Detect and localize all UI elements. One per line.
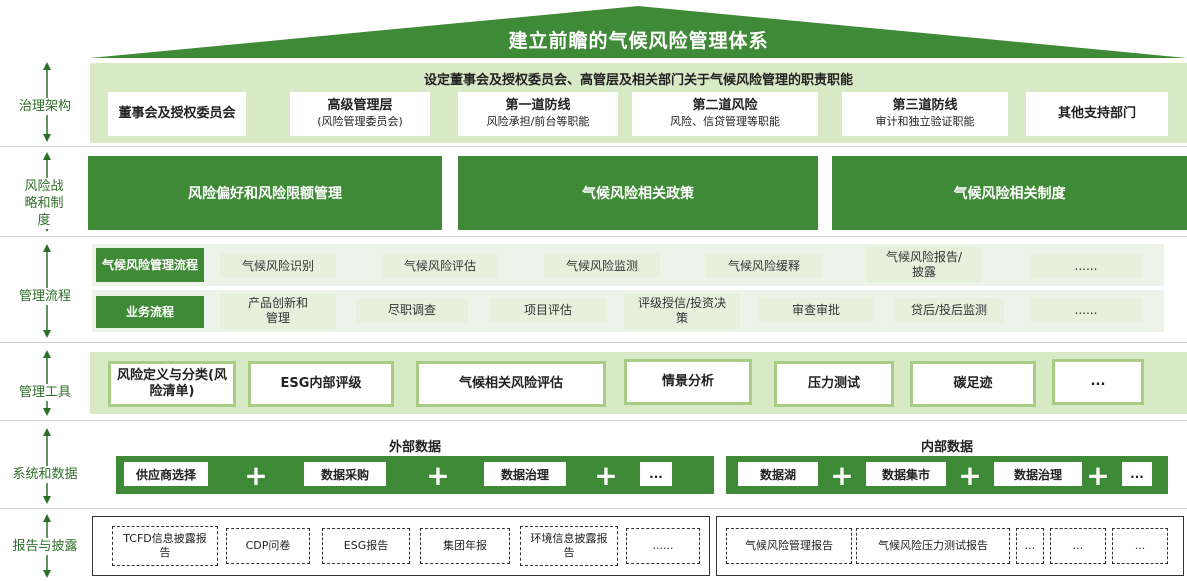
process-item: 气候风险评估 [382,254,498,278]
governance-box-first-line: 第一道防线风险承担/前台等职能 [458,92,618,136]
governance-box-title: 第一道防线 [505,98,571,113]
process-item: 气候风险识别 [220,254,336,278]
governance-box-title: 第二道风险 [692,98,758,113]
row-label-process: 管理流程 [2,288,88,305]
external-data-heading: 外部数据 [388,440,441,455]
process-label-business: 业务流程 [96,296,204,328]
process-item: 气候风险报告/披露 [866,247,982,283]
roof-banner [90,6,1187,58]
strategy-box-risk-appetite: 风险偏好和风险限额管理 [88,156,442,230]
row-label-reporting: 报告与披露 [2,538,88,555]
report-item: 环境信息披露报告 [520,526,618,566]
strategy-box-rules: 气候风险相关制度 [832,156,1187,230]
external-data-item: 数据治理 [484,462,566,486]
diagram-title: 建立前瞻的气候风险管理体系 [508,30,769,52]
plus-icon: + [244,458,268,492]
governance-box-senior-management: 高级管理层 (风险管理委员会) [290,92,430,136]
tool-esg-rating: ESG内部评级 [248,361,394,407]
governance-box-title: 第三道防线 [892,98,958,113]
process-item: 贷后/投后监测 [894,298,1004,322]
process-item: 产品创新和管理 [220,293,336,329]
process-item: 审查审批 [758,298,874,322]
governance-heading: 设定董事会及授权委员会、高管层及相关部门关于气候风险管理的职责职能 [423,73,853,88]
plus-icon: + [426,458,450,492]
process-item: ...... [1030,298,1142,322]
process-item: 气候风险缓释 [706,254,822,278]
row-label-tools: 管理工具 [2,384,88,401]
external-data-item: 供应商选择 [124,462,208,486]
row-divider [0,420,1187,421]
internal-data-item: ... [1122,462,1152,486]
report-item: CDP问卷 [226,528,310,564]
row-label-governance: 治理架构 [2,98,88,115]
report-item: TCFD信息披露报告 [112,526,218,566]
governance-box-board: 董事会及授权委员会 [108,92,246,136]
row-label-strategy: 风险战略和制度 [24,178,64,229]
governance-box-title: 董事会及授权委员会 [118,106,236,121]
plus-icon: + [1086,458,1110,492]
governance-box-title: 高级管理层 [327,98,393,113]
row-divider [0,236,1187,237]
strategy-box-policy: 气候风险相关政策 [458,156,818,230]
process-item: 评级授信/投资决策 [624,293,740,329]
reporting-external-frame [92,516,710,576]
report-item: 气候风险压力测试报告 [856,528,1010,564]
governance-box-support: 其他支持部门 [1026,92,1168,136]
process-item: 气候风险监测 [544,254,660,278]
external-data-item: 数据采购 [304,462,386,486]
report-item: 集团年报 [420,528,510,564]
process-item: 尽职调查 [356,298,468,322]
internal-data-heading: 内部数据 [920,440,973,455]
internal-data-item: 数据治理 [994,462,1082,486]
row-label-systems: 系统和数据 [2,466,88,483]
internal-data-item: 数据集市 [866,462,946,486]
external-data-bar [116,456,714,494]
row-divider [0,146,1187,147]
plus-icon: + [594,458,618,492]
governance-box-subtitle: 风险、信贷管理等职能 [670,115,780,128]
tool-more: ... [1052,359,1144,405]
reporting-internal-frame [716,516,1184,576]
governance-box-title: 其他支持部门 [1057,106,1136,121]
process-item: 项目评估 [490,298,606,322]
tool-risk-definition: 风险定义与分类(风险清单) [108,361,236,407]
governance-box-third-line: 第三道防线审计和独立验证职能 [842,92,1008,136]
tool-carbon-footprint: 碳足迹 [910,361,1036,407]
governance-box-second-line: 第二道风险风险、信贷管理等职能 [632,92,818,136]
report-item: ... [1112,528,1168,564]
governance-box-subtitle: 风险承担/前台等职能 [486,115,590,128]
process-label-climate: 气候风险管理流程 [96,248,204,282]
plus-icon: + [958,458,982,492]
row-divider [0,342,1187,343]
process-item: ...... [1030,254,1142,278]
governance-box-subtitle: 审计和独立验证职能 [875,115,975,128]
report-item: ESG报告 [322,528,410,564]
governance-box-subtitle: (风险管理委员会) [317,115,403,128]
report-item: 气候风险管理报告 [726,528,852,564]
report-item: ...... [626,528,700,564]
tool-stress-test: 压力测试 [774,361,894,407]
tool-climate-risk-assessment: 气候相关风险评估 [416,361,606,407]
report-item: ... [1016,528,1044,564]
row-divider [0,508,1187,509]
report-item: ... [1050,528,1106,564]
double-arrow-icon [43,350,51,416]
plus-icon: + [830,458,854,492]
tool-scenario-analysis: 情景分析 [624,359,752,405]
external-data-item: ... [640,462,672,486]
internal-data-item: 数据湖 [738,462,818,486]
